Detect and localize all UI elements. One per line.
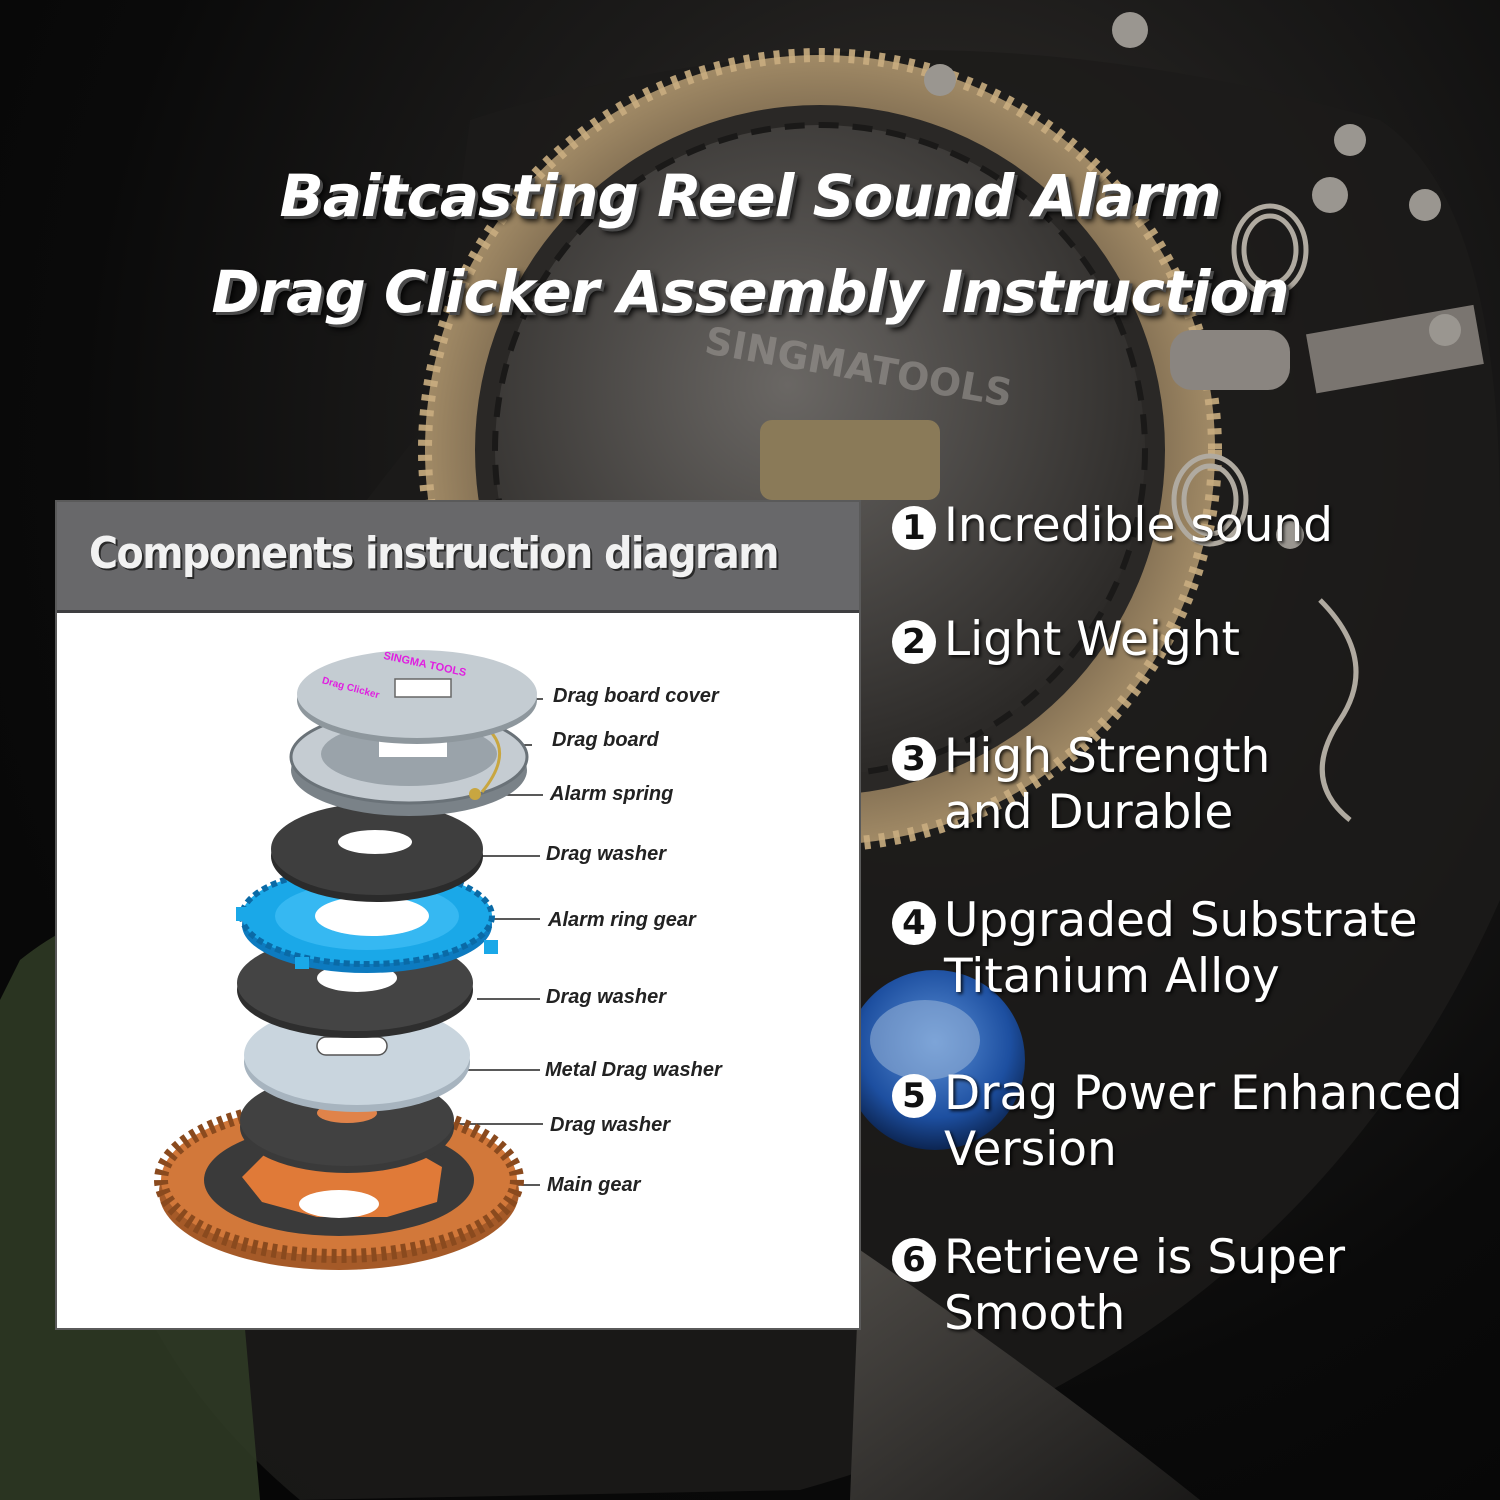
drag-washer-1-part [271,803,483,902]
label-alarm-spring: Alarm spring [550,783,674,805]
feature-1-text: Incredible sound [944,498,1333,553]
label-drag-washer-3: Drag washer [550,1114,671,1136]
components-diagram-panel: Components instruction diagram [55,500,861,1330]
feature-5-text: Drag Power Enhanced [944,1066,1463,1121]
feature-number-4: 4 [892,901,936,945]
label-metal-drag-washer: Metal Drag washer [545,1059,722,1081]
feature-3-text: High Strength [944,729,1271,784]
label-main-gear: Main gear [547,1174,641,1196]
diagram-header: Components instruction diagram [57,502,859,613]
feature-number-6: 6 [892,1238,936,1282]
feature-4-text-line2: Titanium Alloy [944,949,1280,1004]
feature-6-text: Retrieve is Super [944,1230,1346,1285]
label-drag-washer-1: Drag washer [546,843,667,865]
drag-board-cover-part: SINGMA TOOLS Drag Clicker [297,650,537,744]
feature-6-text-line2: Smooth [944,1286,1126,1341]
feature-5-text-line2: Version [944,1122,1117,1177]
label-drag-washer-2: Drag washer [546,986,667,1008]
feature-2-text: Light Weight [944,612,1240,667]
reel-side-plate [850,1250,1200,1500]
label-alarm-ring-gear: Alarm ring gear [548,909,696,931]
headline-line-1: Baitcasting Reel Sound Alarm [279,162,1222,230]
screws [924,12,1461,549]
shaft [760,420,940,500]
exploded-view-drawing: SINGMA TOOLS Drag Clicker [154,650,543,1270]
headline-line-2: Drag Clicker Assembly Instruction [211,258,1289,326]
feature-3-text-line2: and Durable [944,785,1234,840]
feature-number-2: 2 [892,620,936,664]
label-drag-board: Drag board [552,729,659,751]
diagram-heading: Components instruction diagram [89,528,780,579]
feature-number-3: 3 [892,737,936,781]
label-drag-board-cover: Drag board cover [553,685,719,707]
alarm-ring-gear-part [236,865,498,973]
feature-number-1: 1 [892,506,936,550]
feature-number-5: 5 [892,1074,936,1118]
springs [1171,203,1359,822]
feature-4-text: Upgraded Substrate [944,893,1418,948]
